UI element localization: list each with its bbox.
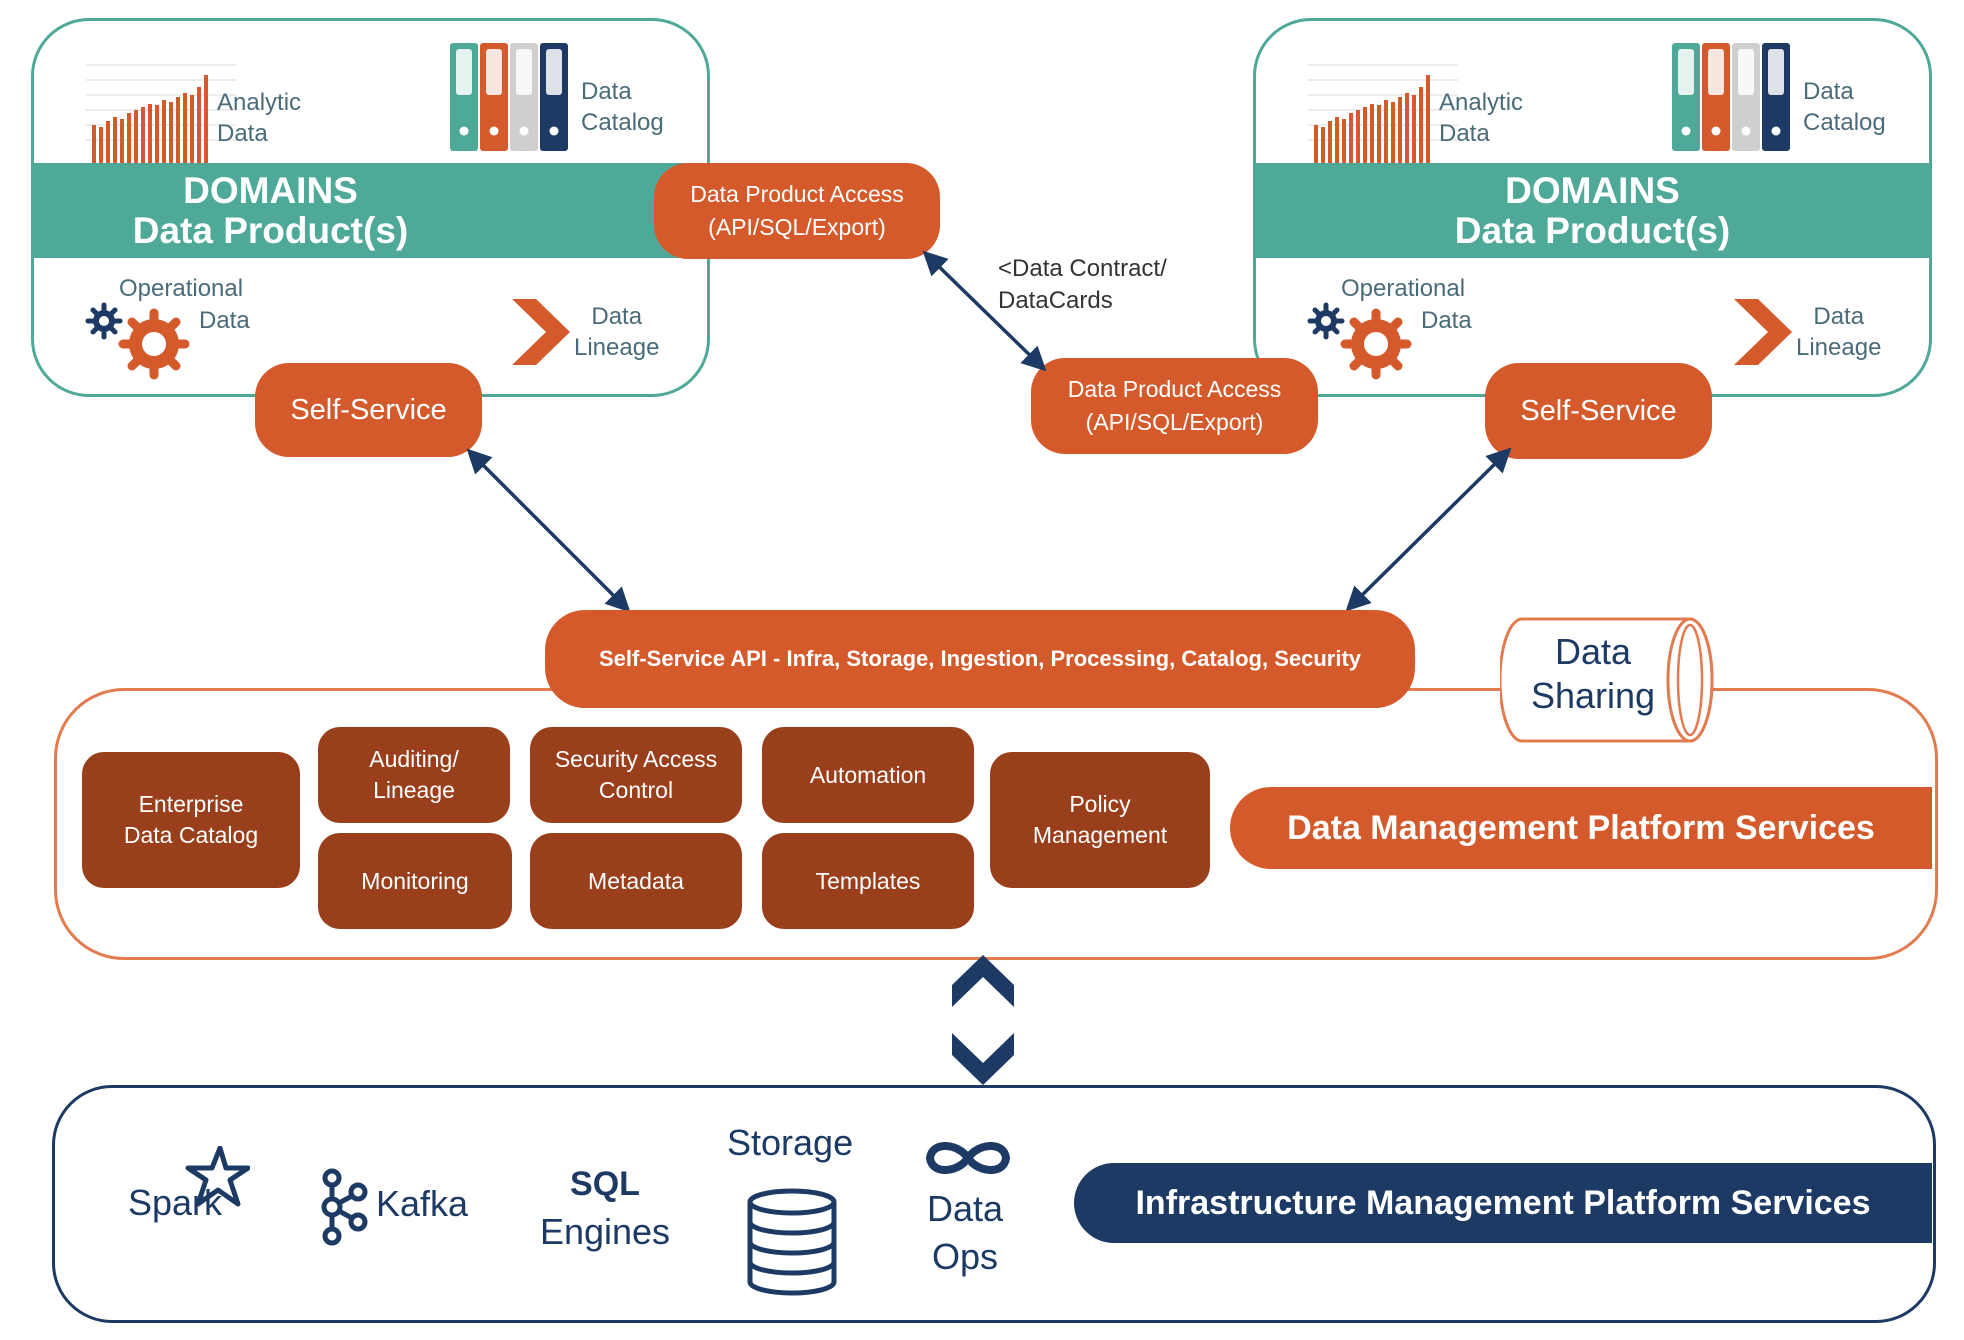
self-service-api-label: Self-Service API - Infra, Storage, Inges… [598, 646, 1362, 671]
bar-chart-icon [86, 64, 236, 163]
domain-band: DOMAINS Data Product(s) [1256, 163, 1929, 258]
service-label: Automation [809, 761, 927, 788]
chevron-right-icon [1734, 299, 1792, 365]
access-line-2: (API/SQL/Export) [1085, 409, 1264, 435]
infrastructure-title-bar: Infrastructure Management Platform Servi… [1074, 1163, 1932, 1243]
data-catalog-label-2: Catalog [581, 109, 664, 136]
service-label: Auditing/ [369, 746, 459, 772]
service-label: Monitoring [361, 867, 469, 894]
analytic-data-label-1: Analytic [217, 89, 302, 116]
domain-box-right: Analytic Data Data Catalog DOMAINS Data … [1253, 18, 1932, 397]
access-line-1: Data Product Access [690, 181, 904, 207]
data-sharing-label-1: Data [1554, 631, 1632, 672]
kafka-label: Kafka [376, 1183, 469, 1224]
data-lineage-label-2: Lineage [574, 334, 660, 361]
data-lineage-label-2: Lineage [1796, 334, 1882, 361]
data-management-title-bar: Data Management Platform Services [1230, 787, 1932, 869]
service-monitoring[interactable]: Monitoring [318, 833, 512, 929]
database-icon [747, 1188, 837, 1296]
service-automation[interactable]: Automation [762, 727, 974, 823]
service-security-access-control[interactable]: Security Access Control [530, 727, 742, 823]
binders-icon [450, 43, 568, 151]
gear-icon [85, 302, 190, 380]
access-line-1: Data Product Access [1067, 376, 1282, 402]
analytic-data-label-2: Data [217, 120, 268, 147]
service-label: Enterprise [138, 791, 244, 817]
self-service-left[interactable]: Self-Service [255, 363, 482, 457]
arrow-contract [922, 250, 1047, 372]
bar-chart-icon [1308, 64, 1458, 163]
analytic-data-label-2: Data [1439, 120, 1490, 147]
self-service-label: Self-Service [290, 393, 447, 426]
gear-icon [1307, 302, 1412, 380]
domains-title: DOMAINS [1505, 169, 1680, 211]
up-down-chevrons-icon [952, 955, 1014, 1085]
service-metadata[interactable]: Metadata [530, 833, 742, 929]
operational-data-label-2: Data [199, 307, 250, 334]
dataops-label-1: Data [926, 1188, 1004, 1229]
arrow-right-api [1345, 447, 1512, 612]
infinity-icon [925, 1142, 1011, 1174]
service-label: Metadata [588, 867, 684, 894]
service-label: Lineage [373, 777, 455, 803]
spark-label: Spark [128, 1182, 223, 1223]
analytic-data-label-1: Analytic [1439, 89, 1524, 116]
data-sharing-label-2: Sharing [1530, 675, 1656, 716]
service-auditing-lineage[interactable]: Auditing/ Lineage [318, 727, 510, 823]
binders-icon [1672, 43, 1790, 151]
domains-title: DOMAINS [183, 169, 358, 211]
self-service-right[interactable]: Self-Service [1485, 363, 1712, 459]
domain-box-left: Analytic Data Data Catalog DOMAINS Data … [31, 18, 710, 397]
data-catalog-label-1: Data [581, 78, 632, 105]
service-label: Policy [1069, 791, 1131, 817]
data-product-access-mid[interactable]: Data Product Access (API/SQL/Export) [1031, 358, 1318, 454]
self-service-label: Self-Service [1520, 394, 1677, 427]
chevron-right-icon [512, 299, 570, 365]
storage-label: Storage [727, 1122, 854, 1163]
service-policy-management[interactable]: Policy Management [990, 752, 1210, 888]
operational-data-label-2: Data [1421, 307, 1472, 334]
operational-data-label-1: Operational [119, 275, 244, 302]
data-products-title: Data Product(s) [132, 209, 409, 251]
data-catalog-label-2: Catalog [1803, 109, 1886, 136]
data-product-access-top[interactable]: Data Product Access (API/SQL/Export) [654, 163, 940, 259]
infrastructure-title: Infrastructure Management Platform Servi… [1135, 1183, 1871, 1222]
service-label: Security Access [554, 746, 718, 772]
infrastructure-platform-box [52, 1085, 1936, 1323]
domain-band: DOMAINS Data Product(s) [34, 163, 707, 258]
data-management-title: Data Management Platform Services [1287, 808, 1875, 847]
dataops-label-2: Ops [931, 1236, 999, 1277]
access-line-2: (API/SQL/Export) [708, 214, 886, 240]
arrow-left-api [466, 448, 631, 613]
spark-star-icon [185, 1146, 250, 1207]
service-label: Management [1032, 822, 1168, 848]
service-label: Control [598, 777, 674, 803]
data-lineage-label-1: Data [591, 303, 643, 330]
service-label: Data Catalog [123, 822, 259, 848]
service-enterprise-data-catalog[interactable]: Enterprise Data Catalog [82, 752, 300, 888]
data-sharing-cylinder-icon [1500, 617, 1714, 743]
service-label: Templates [815, 867, 921, 894]
engines-label: Engines [539, 1211, 671, 1252]
kafka-icon [321, 1168, 368, 1246]
data-lineage-label-1: Data [1813, 303, 1865, 330]
service-templates[interactable]: Templates [762, 833, 974, 929]
data-catalog-label-1: Data [1803, 78, 1854, 105]
self-service-api-bar[interactable]: Self-Service API - Infra, Storage, Inges… [545, 610, 1415, 708]
operational-data-label-1: Operational [1341, 275, 1466, 302]
data-products-title: Data Product(s) [1454, 209, 1731, 251]
sql-label: SQL [570, 1165, 640, 1203]
